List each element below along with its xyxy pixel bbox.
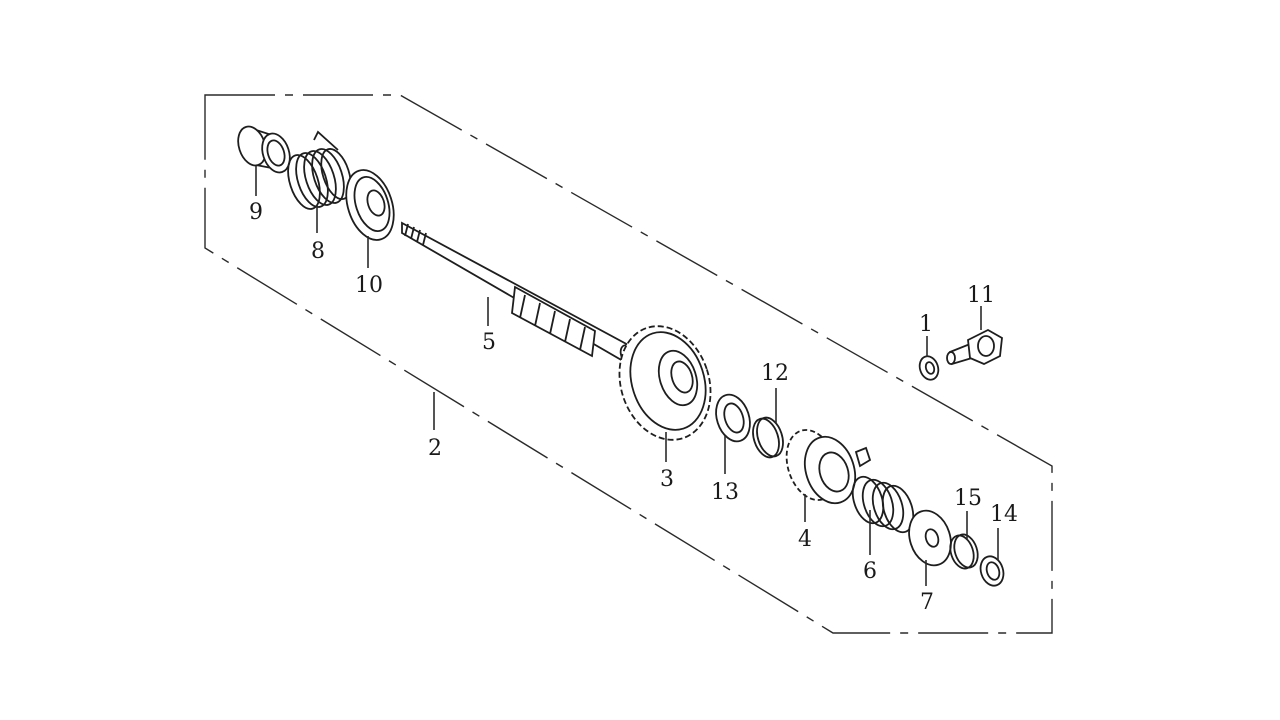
part-10-washer bbox=[345, 169, 395, 241]
label-part-4: 4 bbox=[798, 527, 812, 552]
label-part-5: 5 bbox=[482, 330, 496, 355]
part-5-shaft bbox=[401, 221, 635, 367]
part-11-bolt bbox=[946, 328, 1003, 366]
leader-lines bbox=[255, 166, 999, 586]
label-part-7: 7 bbox=[920, 590, 934, 615]
label-part-2: 2 bbox=[428, 436, 442, 461]
label-part-6: 6 bbox=[863, 559, 877, 584]
label-part-8: 8 bbox=[311, 239, 325, 264]
part-13-washer bbox=[715, 393, 751, 443]
label-part-13: 13 bbox=[711, 480, 739, 505]
label-part-12: 12 bbox=[761, 361, 789, 386]
label-part-3: 3 bbox=[660, 467, 674, 492]
part-14-ring bbox=[979, 555, 1005, 587]
part-4-ratchet bbox=[785, 429, 872, 505]
label-part-9: 9 bbox=[249, 200, 263, 225]
part-6-spring bbox=[851, 475, 915, 534]
assembly-outline bbox=[204, 94, 1053, 634]
part-15-circlip bbox=[949, 533, 979, 570]
label-part-1: 1 bbox=[919, 312, 933, 337]
part-12-circlip bbox=[752, 416, 784, 459]
part-1-washer bbox=[918, 355, 940, 381]
part-8-spring bbox=[287, 130, 352, 210]
label-part-11: 11 bbox=[967, 283, 995, 308]
part-3-gear bbox=[618, 325, 712, 441]
label-part-10: 10 bbox=[355, 273, 383, 298]
part-7-washer bbox=[908, 509, 952, 567]
label-part-14: 14 bbox=[990, 502, 1018, 527]
part-9-bushing bbox=[237, 125, 291, 174]
label-part-15: 15 bbox=[954, 486, 982, 511]
